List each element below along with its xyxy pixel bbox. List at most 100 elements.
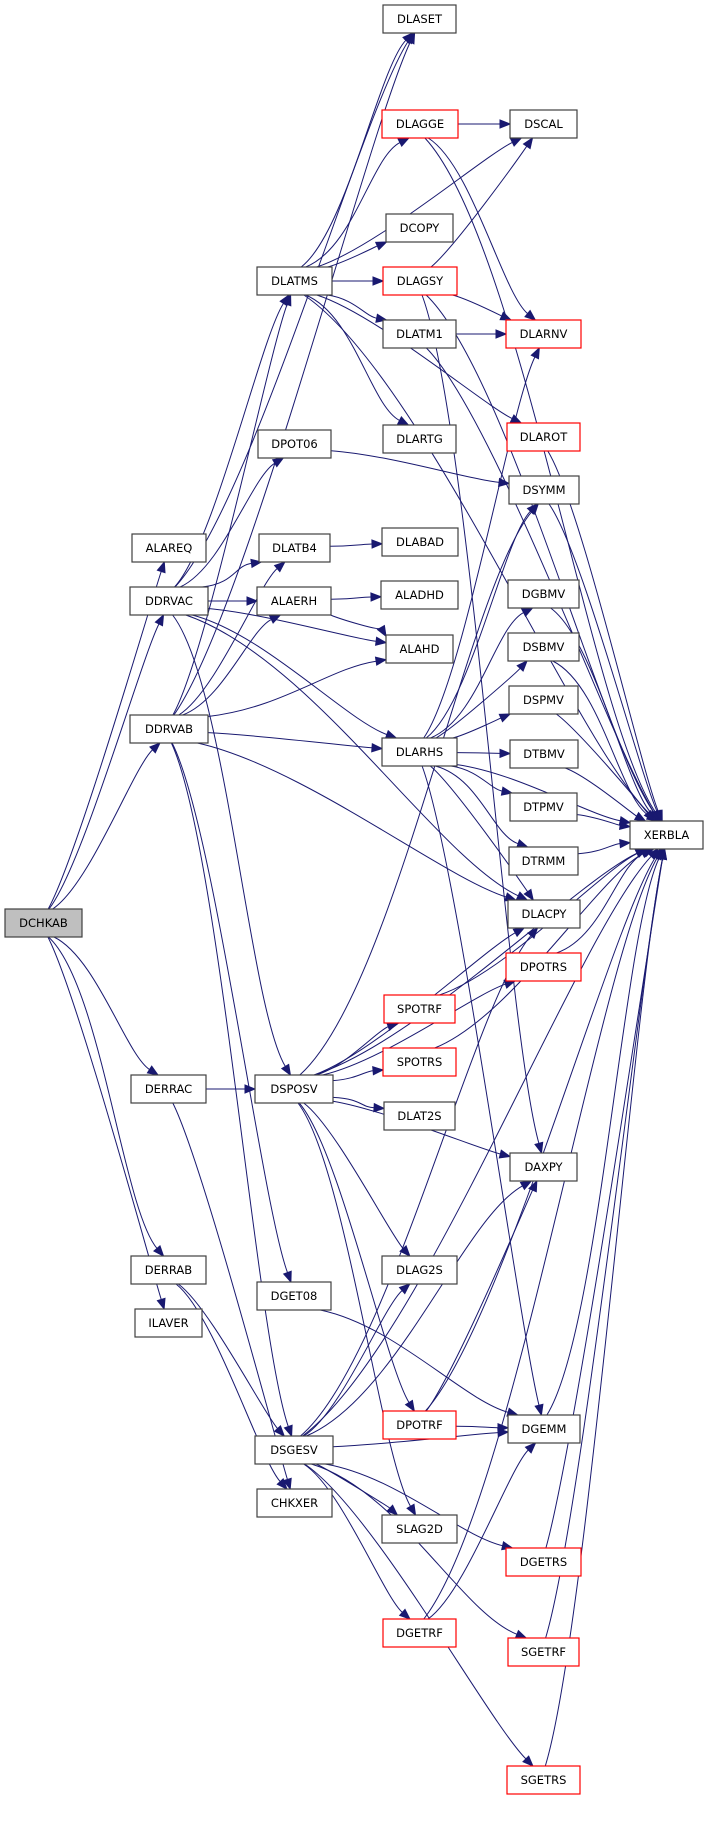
node-dlabad[interactable]: DLABAD: [381, 527, 459, 557]
node-dpot06[interactable]: DPOT06: [257, 429, 332, 459]
node-dsymm[interactable]: DSYMM: [508, 475, 580, 505]
node-ddrvac[interactable]: DDRVAC: [129, 586, 209, 616]
node-dspmv[interactable]: DSPMV: [508, 685, 579, 715]
node-dlaset[interactable]: DLASET: [382, 4, 457, 34]
node-box: [509, 109, 578, 139]
node-dgetrs[interactable]: DGETRS: [505, 1547, 582, 1577]
node-box: [507, 1637, 580, 1667]
node-dtrmm[interactable]: DTRMM: [508, 846, 579, 876]
node-label: DLAGSY: [397, 274, 444, 288]
node-label: DTBMV: [523, 747, 565, 761]
edge-dsposv-to-dlat2s: [332, 1096, 375, 1109]
node-dlag2s[interactable]: DLAG2S: [381, 1255, 458, 1285]
node-dsgesv[interactable]: DSGESV: [254, 1435, 334, 1465]
node-dsbmv[interactable]: DSBMV: [507, 632, 580, 662]
arrowhead-icon: [498, 1149, 512, 1159]
edge-ddrvab-to-dlatms: [172, 304, 288, 716]
arrowhead-icon: [406, 1503, 417, 1517]
node-label: DLATMS: [271, 274, 318, 288]
node-dlartg[interactable]: DLARTG: [382, 424, 457, 454]
arrowhead-icon: [509, 137, 523, 147]
edge-dlarhs-to-dtpmv: [451, 765, 503, 792]
node-dscal[interactable]: DSCAL: [509, 109, 578, 139]
node-dgemm[interactable]: DGEMM: [507, 1414, 581, 1444]
node-daxpy[interactable]: DAXPY: [509, 1152, 578, 1182]
node-derrab[interactable]: DERRAB: [130, 1255, 207, 1285]
edge-dlagsy-to-daxpy: [421, 294, 540, 1144]
node-dlacpy[interactable]: DLACPY: [507, 899, 581, 929]
node-dlatms[interactable]: DLATMS: [256, 266, 333, 296]
node-dlarot[interactable]: DLAROT: [506, 422, 581, 452]
node-dget08[interactable]: DGET08: [256, 1281, 332, 1311]
node-label: ALAERH: [271, 594, 317, 608]
arrowhead-icon: [282, 293, 292, 307]
node-label: DPOTRF: [396, 1418, 442, 1432]
node-box: [382, 4, 457, 34]
node-dcopy[interactable]: DCOPY: [385, 213, 454, 243]
node-box: [129, 714, 209, 744]
node-alahd[interactable]: ALAHD: [385, 634, 454, 664]
node-dlarhs[interactable]: DLARHS: [381, 737, 458, 767]
node-dpotrf[interactable]: DPOTRF: [382, 1410, 457, 1440]
arrowhead-icon: [528, 1179, 538, 1193]
node-label: DLAGGE: [396, 117, 444, 131]
node-dlatb4[interactable]: DLATB4: [258, 533, 331, 563]
edge-ddrvab-to-alahd: [207, 660, 377, 717]
arrowhead-icon: [530, 346, 540, 360]
edge-dlatms-to-xerbla: [303, 294, 651, 815]
node-label: DGET08: [271, 1289, 318, 1303]
arrowhead-icon: [402, 32, 414, 44]
edge-dtpmv-to-xerbla: [576, 814, 621, 826]
node-dlagsy[interactable]: DLAGSY: [382, 266, 458, 296]
node-box: [509, 1152, 578, 1182]
node-label: SGETRF: [521, 1645, 566, 1659]
node-alareq[interactable]: ALAREQ: [131, 533, 207, 563]
node-slag2d[interactable]: SLAG2D: [381, 1514, 458, 1544]
node-sgetrf[interactable]: SGETRF: [507, 1637, 580, 1667]
node-sgetrs[interactable]: SGETRS: [506, 1765, 581, 1795]
node-label: DLARHS: [396, 745, 443, 759]
edge-dchkab-to-ilaver: [47, 936, 162, 1300]
arrowhead-icon: [372, 1066, 385, 1076]
edge-sgetrs-to-xerbla: [544, 858, 664, 1767]
node-label: DSPMV: [523, 693, 564, 707]
node-ddrvab[interactable]: DDRVAB: [129, 714, 209, 744]
node-dgbmv[interactable]: DGBMV: [507, 579, 580, 609]
edge-derrab-to-dsgesv: [178, 1283, 278, 1429]
edge-ddrvab-to-dlacpy: [197, 742, 507, 898]
node-ilaver[interactable]: ILAVER: [134, 1308, 203, 1338]
arrowhead-icon: [523, 888, 534, 902]
arrowhead-icon: [499, 311, 513, 321]
arrowhead-icon: [374, 656, 388, 666]
edge-dspmv-to-xerbla: [556, 713, 648, 814]
node-dchkab[interactable]: DCHKAB: [4, 908, 83, 938]
node-spotrs[interactable]: SPOTRS: [382, 1047, 457, 1077]
node-dtpmv[interactable]: DTPMV: [509, 792, 578, 822]
node-derrac[interactable]: DERRAC: [130, 1074, 207, 1104]
arrowhead-icon: [273, 1425, 286, 1438]
node-dpotrs[interactable]: DPOTRS: [505, 952, 582, 982]
node-dsposv[interactable]: DSPOSV: [254, 1074, 334, 1104]
edge-spotrs-to-xerbla: [434, 853, 643, 1049]
node-dlarnv[interactable]: DLARNV: [505, 319, 582, 349]
node-label: DGETRF: [396, 1626, 443, 1640]
node-label: ALAHD: [400, 642, 440, 656]
arrowhead-icon: [280, 1063, 292, 1077]
edge-dlagsy-to-xerbla: [425, 294, 655, 814]
arrowhead-icon: [153, 1244, 165, 1258]
node-dlatm1[interactable]: DLATM1: [382, 319, 457, 349]
node-spotrf[interactable]: SPOTRF: [383, 994, 456, 1024]
node-aladhd[interactable]: ALADHD: [380, 580, 459, 610]
node-dlat2s[interactable]: DLAT2S: [383, 1101, 456, 1131]
edge-dchkab-to-derrac: [53, 936, 150, 1071]
node-xerbla[interactable]: XERBLA: [629, 820, 704, 850]
edge-dlarhs-to-dsbmv: [435, 667, 521, 739]
node-dgetrf[interactable]: DGETRF: [382, 1618, 457, 1648]
node-label: DPOT06: [271, 437, 318, 451]
edges-layer: [47, 31, 668, 1767]
node-dtbmv[interactable]: DTBMV: [509, 739, 579, 769]
node-box: [256, 1281, 332, 1311]
node-dlagge[interactable]: DLAGGE: [381, 109, 459, 139]
node-chkxer[interactable]: CHKXER: [256, 1488, 333, 1518]
node-alaerh[interactable]: ALAERH: [256, 586, 332, 616]
